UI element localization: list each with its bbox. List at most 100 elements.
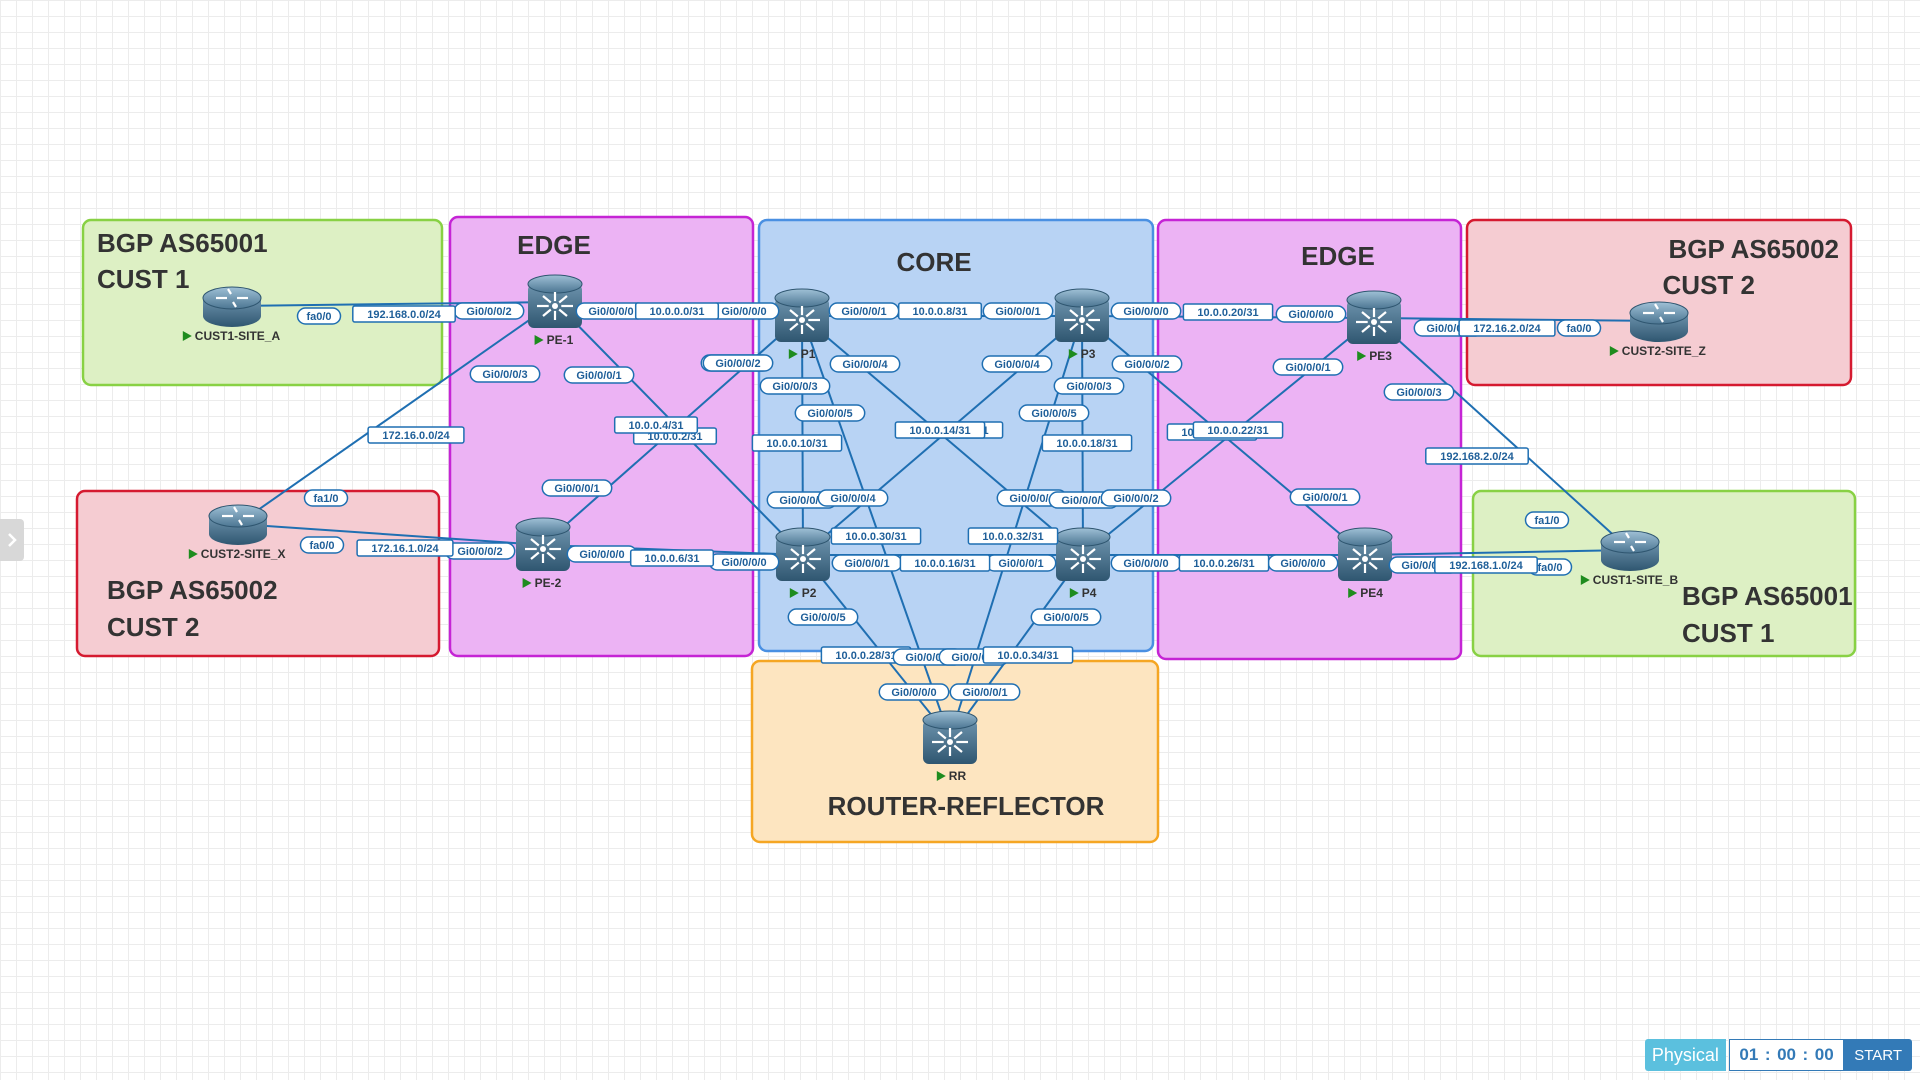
interface-label[interactable]: Gi0/0/0/5 [1030, 608, 1102, 626]
interface-label-text: Gi0/0/0/2 [1113, 493, 1158, 505]
device-CUST2-SITE_Z[interactable]: CUST2-SITE_Z [1609, 301, 1706, 358]
device-PE4[interactable]: PE4 [1337, 527, 1393, 600]
interface-label[interactable]: Gi0/0/0/0 [708, 302, 780, 320]
subnet-label[interactable]: 10.0.0.10/31 [751, 434, 843, 452]
device-P3[interactable]: P3 [1054, 288, 1110, 361]
interface-label[interactable]: fa1/0 [1524, 511, 1570, 529]
device-PE3[interactable]: PE3 [1346, 290, 1402, 363]
interface-label[interactable]: Gi0/0/0/0 [1275, 305, 1347, 323]
device-label: CUST1-SITE_A [195, 329, 281, 343]
group-label: CUST 1 [1682, 618, 1774, 648]
timer-minutes-input[interactable] [1774, 1045, 1799, 1065]
interface-label[interactable]: Gi0/0/0/4 [981, 355, 1053, 373]
group-label: CUST 2 [1663, 270, 1755, 300]
interface-label[interactable]: Gi0/0/0/3 [759, 377, 831, 395]
link-PE4-CUST1-SITE_B[interactable] [1364, 549, 1631, 556]
interface-label[interactable]: Gi0/0/0/2 [1100, 489, 1172, 507]
interface-label[interactable]: Gi0/0/0/1 [563, 366, 635, 384]
interface-label[interactable]: fa0/0 [296, 307, 342, 325]
device-RR[interactable]: RR [922, 710, 978, 783]
subnet-label[interactable]: 172.16.1.0/24 [356, 539, 454, 557]
subnet-label[interactable]: 192.168.2.0/24 [1425, 447, 1529, 465]
interface-label[interactable]: Gi0/0/0/4 [817, 489, 889, 507]
subnet-label[interactable]: 10.0.0.4/31 [613, 416, 699, 434]
subnet-label[interactable]: 10.0.0.6/31 [629, 549, 715, 567]
sidebar-toggle[interactable] [0, 519, 24, 561]
timer-seconds-input[interactable] [1812, 1045, 1837, 1065]
subnet-label[interactable]: 10.0.0.18/31 [1041, 434, 1133, 452]
interface-label-text: Gi0/0/0/1 [998, 558, 1043, 570]
interface-label[interactable]: Gi0/0/0/1 [828, 302, 900, 320]
interface-label[interactable]: Gi0/0/0/0 [1110, 302, 1182, 320]
link-CUST2-SITE_X-PE-2[interactable] [237, 523, 544, 546]
subnet-label[interactable]: 172.16.0.0/24 [367, 426, 465, 444]
subnet-label[interactable]: 10.0.0.0/31 [634, 302, 720, 320]
interface-label[interactable]: Gi0/0/0/0 [708, 553, 780, 571]
link-CUST2-SITE_X-PE-1[interactable] [237, 301, 556, 525]
subnet-label[interactable]: 192.168.0.0/24 [352, 305, 456, 323]
subnet-label[interactable]: 192.168.1.0/24 [1434, 556, 1538, 574]
device-P2[interactable]: P2 [775, 527, 831, 600]
subnet-label[interactable]: 10.0.0.14/31 [894, 421, 986, 439]
interface-label[interactable]: Gi0/0/0/1 [982, 302, 1054, 320]
interface-label[interactable]: Gi0/0/0/4 [829, 355, 901, 373]
interface-label[interactable]: Gi0/0/0/1 [1289, 488, 1361, 506]
device-CUST2-SITE_X[interactable]: CUST2-SITE_X [188, 504, 286, 561]
interface-label[interactable]: Gi0/0/0/2 [444, 542, 516, 560]
interface-label[interactable]: Gi0/0/0/3 [469, 365, 541, 383]
subnet-label[interactable]: 10.0.0.16/31 [899, 554, 991, 572]
play-icon [789, 588, 799, 598]
subnet-label[interactable]: 10.0.0.26/31 [1178, 554, 1270, 572]
interface-label-text: Gi0/0/0/5 [1031, 408, 1076, 420]
interface-label-text: Gi0/0/0/0 [721, 306, 766, 318]
interface-label[interactable]: Gi0/0/0/1 [541, 479, 613, 497]
interface-label[interactable]: Gi0/0/0/3 [1383, 383, 1455, 401]
subnet-label[interactable]: 10.0.0.32/31 [967, 527, 1059, 545]
interface-label[interactable]: Gi0/0/0/3 [1053, 377, 1125, 395]
device-PE-1[interactable]: PE-1 [527, 274, 583, 347]
device-P1[interactable]: P1 [774, 288, 830, 361]
interface-label[interactable]: Gi0/0/0/1 [949, 683, 1021, 701]
interface-label[interactable]: Gi0/0/0/0 [1110, 554, 1182, 572]
interface-label[interactable]: Gi0/0/0/2 [702, 354, 774, 372]
interface-label[interactable]: Gi0/0/0/0 [878, 683, 950, 701]
device-CUST1-SITE_A[interactable]: CUST1-SITE_A [182, 286, 281, 343]
start-timer-button[interactable]: START [1844, 1039, 1912, 1071]
interface-label-text: Gi0/0/0/0 [1123, 306, 1168, 318]
interface-label[interactable]: Gi0/0/0/2 [453, 302, 525, 320]
timer-hours-input[interactable] [1736, 1045, 1761, 1065]
device-PE-2[interactable]: PE-2 [515, 517, 571, 590]
interface-label-text: Gi0/0/0/2 [466, 306, 511, 318]
link-PE3-CUST1-SITE_B[interactable] [1373, 317, 1631, 551]
interface-label[interactable]: fa0/0 [1556, 319, 1602, 337]
interface-label[interactable]: Gi0/0/0/2 [1111, 355, 1183, 373]
subnet-label[interactable]: 10.0.0.34/31 [982, 646, 1074, 664]
interface-label[interactable]: Gi0/0/0/0 [1267, 554, 1339, 572]
interface-label[interactable]: Gi0/0/0/0 [566, 545, 638, 563]
chevron-right-icon [8, 533, 17, 547]
subnet-label[interactable]: 172.16.2.0/24 [1458, 319, 1556, 337]
subnet-label[interactable]: 10.0.0.30/31 [830, 527, 922, 545]
interface-label[interactable]: Gi0/0/0/1 [831, 554, 903, 572]
device-CUST1-SITE_B[interactable]: CUST1-SITE_B [1580, 530, 1679, 587]
subnet-label[interactable]: 10.0.0.8/31 [897, 302, 983, 320]
device-label: PE-1 [547, 333, 574, 347]
device-P4[interactable]: P4 [1055, 527, 1111, 600]
layer3-switch-icon [774, 288, 830, 342]
interface-label[interactable]: Gi0/0/0/5 [794, 404, 866, 422]
device-label-group: P1 [788, 347, 816, 361]
interface-label[interactable]: fa0/0 [299, 536, 345, 554]
interface-label[interactable]: Gi0/0/0/3 [1048, 491, 1120, 509]
subnet-label[interactable]: 10.0.0.22/31 [1192, 421, 1284, 439]
view-mode-button[interactable]: Physical [1644, 1039, 1726, 1071]
timer-separator: : [1802, 1045, 1809, 1064]
interface-label[interactable]: Gi0/0/0/1 [985, 554, 1057, 572]
subnet-label[interactable]: 10.0.0.20/31 [1182, 303, 1274, 321]
interface-label[interactable]: Gi0/0/0/5 [1018, 404, 1090, 422]
interface-label[interactable]: Gi0/0/0/1 [1272, 358, 1344, 376]
interface-label[interactable]: fa1/0 [303, 489, 349, 507]
interface-label[interactable]: fa0/0 [1527, 558, 1573, 576]
interface-label[interactable]: Gi0/0/0/5 [787, 608, 859, 626]
